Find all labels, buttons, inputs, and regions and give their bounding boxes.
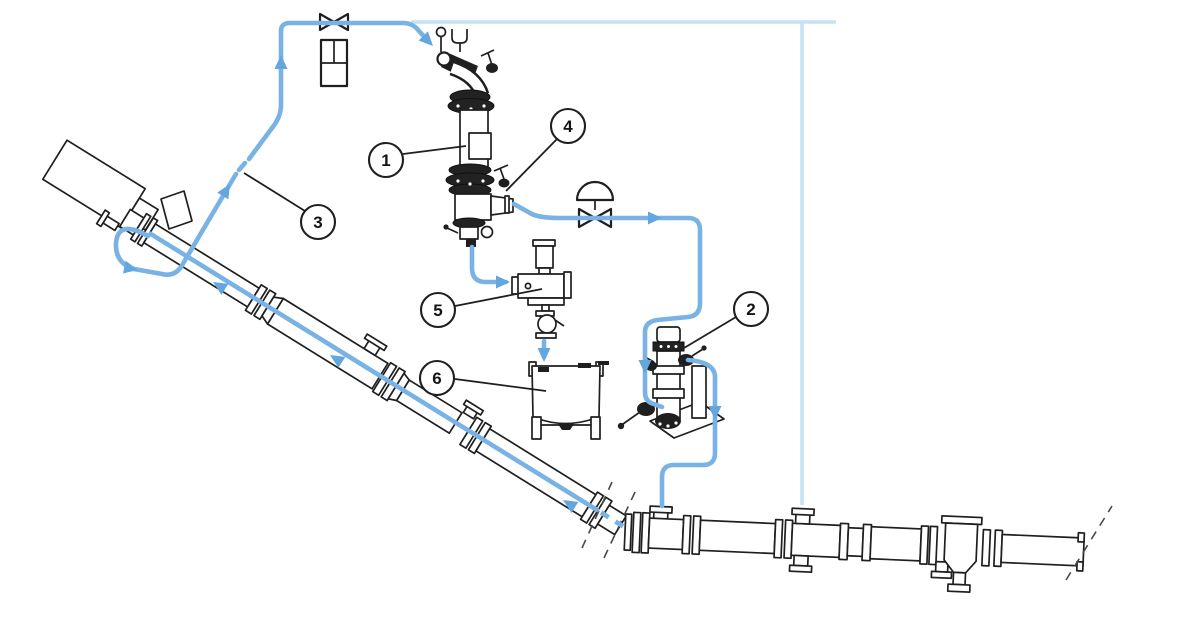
valve-handle-icon: [435, 26, 447, 38]
flow-riser: [246, 20, 431, 162]
arrow-icon: [496, 275, 510, 289]
tank-body: [531, 365, 601, 426]
callouts: 1 2 3 4 5 6: [243, 107, 770, 397]
tank-drain: [558, 424, 574, 430]
fork-handle-icon: [451, 29, 468, 52]
callout-circle: [418, 359, 456, 397]
arrow-icon: [708, 406, 722, 420]
riser-assembly: [435, 26, 514, 247]
tap-stub: [95, 209, 120, 232]
pump-head: [655, 413, 681, 429]
callout-number: 2: [746, 300, 755, 319]
callout-number: 6: [432, 369, 441, 388]
sampling-device: [511, 239, 572, 339]
arrow-icon: [330, 355, 346, 368]
callout-circle: [549, 107, 587, 145]
flow-in-main-pipe: [148, 231, 600, 513]
flow-arrows: [122, 31, 722, 513]
anchor-flange-plate: [160, 190, 193, 230]
dosing-unit: [617, 326, 725, 439]
callout-3: 3: [243, 172, 337, 241]
main-pipeline-bottom: [623, 505, 1086, 593]
callout-circle: [367, 141, 405, 179]
flow-break-dash: [599, 510, 631, 532]
callout-6: 6: [418, 359, 547, 397]
standpipe-box: [319, 38, 349, 88]
callout-number: 5: [433, 301, 442, 320]
callout-number: 1: [381, 151, 390, 170]
outlet-valve: [498, 178, 510, 188]
arrow-icon: [274, 55, 288, 69]
tank-leg: [590, 416, 601, 440]
callout-1: 1: [367, 141, 467, 179]
arrow-icon: [648, 211, 662, 225]
arrow-icon: [122, 260, 138, 274]
flow-treated-line: [511, 201, 703, 410]
callout-circle: [299, 203, 337, 241]
tank-leg: [531, 416, 542, 440]
strainer-vessel: [940, 514, 983, 593]
arrow-icon: [213, 282, 229, 295]
arrow-icon: [418, 31, 433, 46]
tee-body: [454, 193, 492, 221]
column-clamp: [468, 132, 492, 160]
callout-4: 4: [505, 107, 587, 192]
isolation-valve: [637, 402, 655, 416]
flow-sample-branch: [469, 244, 509, 285]
arrow-icon: [563, 500, 579, 513]
callout-number: 3: [313, 213, 322, 232]
tank-top-fitting: [578, 363, 591, 368]
drain-valve: [537, 314, 557, 334]
callout-number: 4: [563, 117, 573, 136]
callout-2: 2: [678, 290, 770, 352]
top-cap: [656, 326, 681, 343]
diaphragm-dome-icon: [575, 180, 615, 202]
untreated-supply-line: [411, 20, 836, 505]
tank-top-fitting: [538, 367, 549, 372]
flow-paths: [113, 20, 722, 532]
side-column: [691, 365, 707, 419]
callout-5: 5: [419, 288, 543, 329]
pipe-bottom-nozzle: [792, 554, 809, 567]
flow-return-line: [659, 357, 718, 509]
arrow-icon: [537, 348, 551, 362]
callout-circle: [732, 290, 770, 328]
collection-tank: [528, 361, 609, 440]
flow-tap-loop: [113, 171, 239, 277]
arrow-icon: [217, 184, 230, 200]
callout-circle: [419, 291, 457, 329]
arrow-icon: [638, 360, 652, 374]
